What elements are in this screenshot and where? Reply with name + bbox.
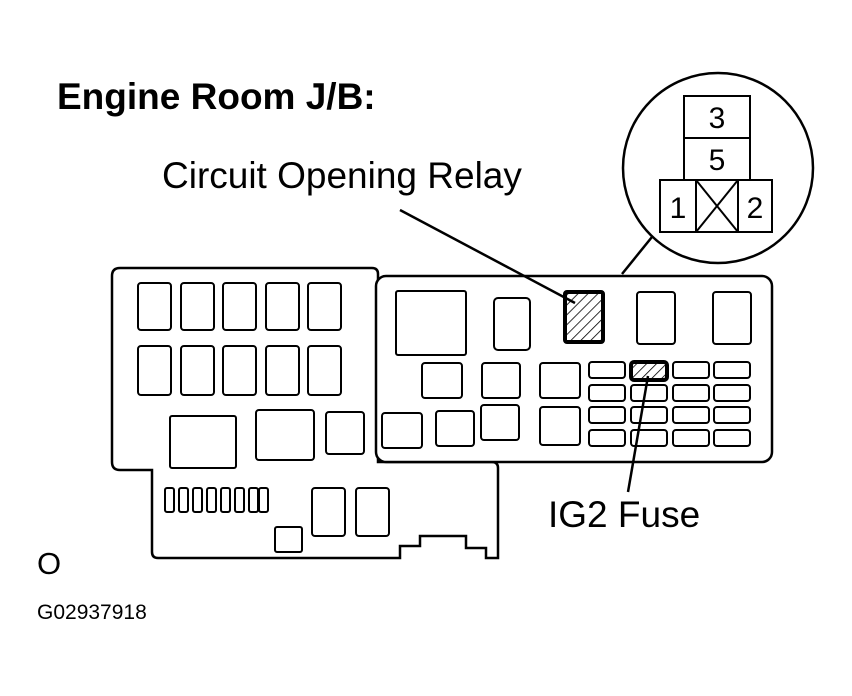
figure-code: G02937918 <box>37 601 147 624</box>
left-relay-row-1 <box>137 282 342 331</box>
pin-2-label: 2 <box>747 192 764 225</box>
relay-callout-label: Circuit Opening Relay <box>162 155 522 196</box>
connector-detail: 3 5 1 2 <box>621 71 815 275</box>
fuse-leader-line <box>626 375 650 493</box>
left-relay-row-2 <box>137 345 342 396</box>
ig2-fuse <box>629 360 669 382</box>
pin-1-label: 1 <box>670 192 687 225</box>
mini-fuse-row <box>164 487 269 513</box>
fuse-callout-label: IG2 Fuse <box>548 494 701 535</box>
right-mid-blocks <box>381 362 581 449</box>
pin-5-label: 5 <box>709 144 726 177</box>
pin-3-label: 3 <box>709 102 726 135</box>
circuit-opening-relay <box>563 290 605 344</box>
corner-mark: O <box>37 546 62 581</box>
fuse-grid <box>588 361 751 447</box>
left-large-blocks <box>169 409 365 469</box>
left-bottom-parts <box>274 487 390 553</box>
relay-leader-line <box>399 208 576 305</box>
right-relay-row <box>395 290 752 356</box>
diagram-title: Engine Room J/B: <box>57 76 376 117</box>
